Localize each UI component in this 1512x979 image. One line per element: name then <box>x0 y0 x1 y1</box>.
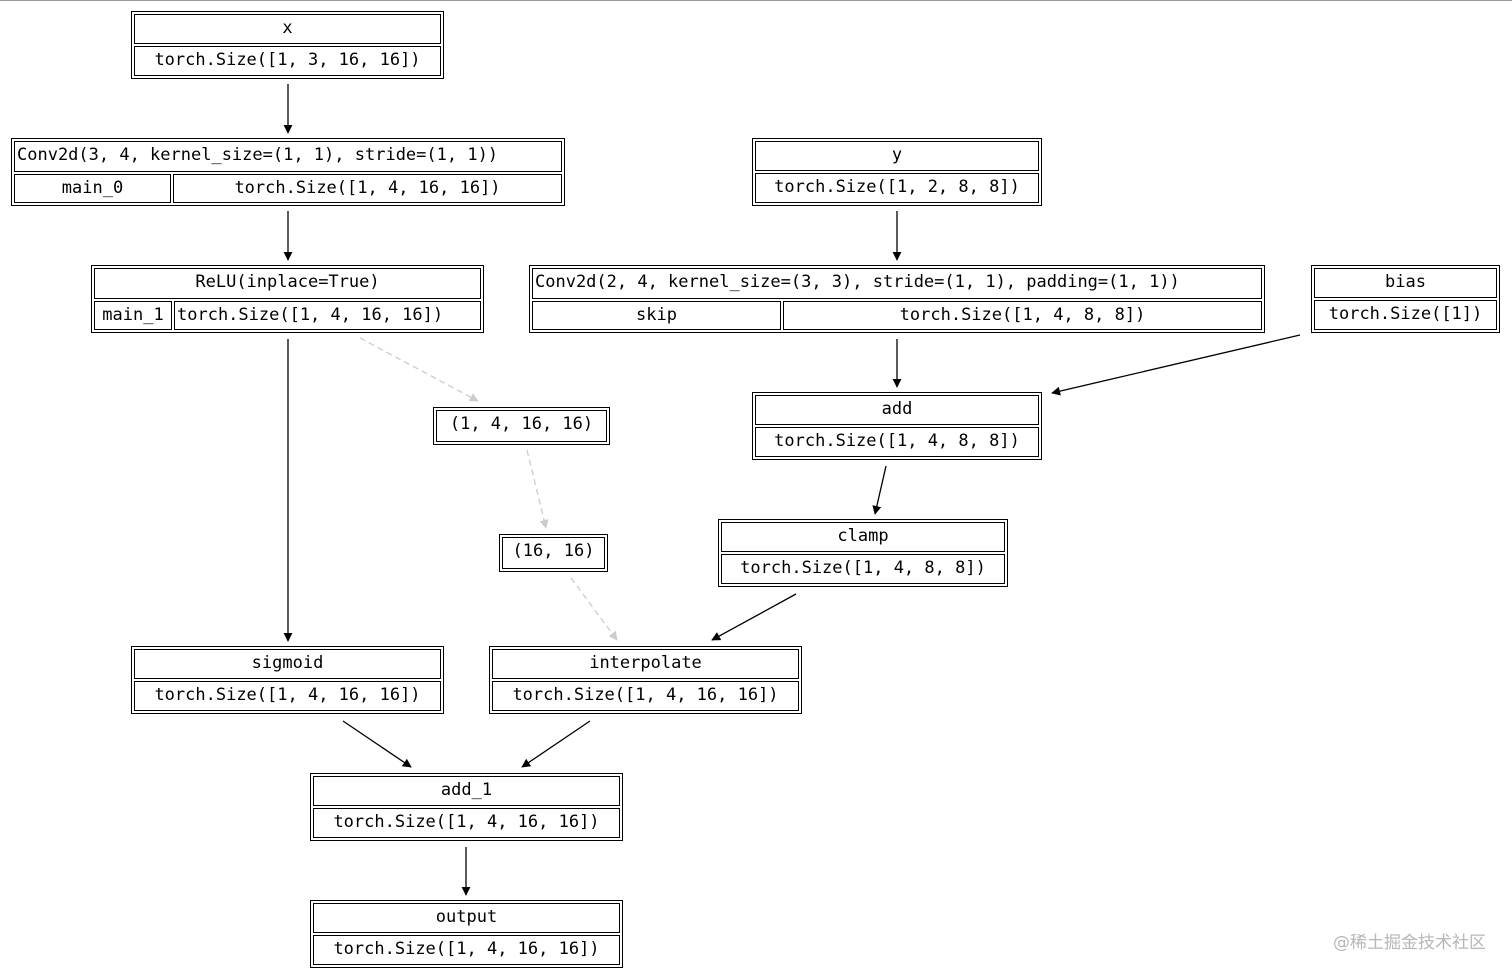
node-add[interactable]: add torch.Size([1, 4, 8, 8]) <box>752 392 1042 460</box>
node-relu[interactable]: ReLU(inplace=True) main_1 torch.Size([1,… <box>91 265 484 333</box>
node-add-1-title: add_1 <box>313 776 620 806</box>
node-conv-main-name: main_0 <box>14 174 171 203</box>
node-x-title: x <box>134 14 441 44</box>
node-bias-size: torch.Size([1]) <box>1314 300 1497 330</box>
node-output[interactable]: output torch.Size([1, 4, 16, 16]) <box>310 900 623 968</box>
node-shape-tuple-value: (1, 4, 16, 16) <box>436 410 607 442</box>
node-sigmoid-title: sigmoid <box>134 649 441 679</box>
node-y-size: torch.Size([1, 2, 8, 8]) <box>755 173 1039 203</box>
node-y-title: y <box>755 141 1039 171</box>
node-y[interactable]: y torch.Size([1, 2, 8, 8]) <box>752 138 1042 206</box>
node-clamp-title: clamp <box>721 522 1005 552</box>
edge-spatial-to-interpolate <box>570 577 618 641</box>
node-bias[interactable]: bias torch.Size([1]) <box>1311 265 1500 333</box>
edge-shape-to-spatial <box>526 449 549 529</box>
node-interpolate-title: interpolate <box>492 649 799 679</box>
node-add-size: torch.Size([1, 4, 8, 8]) <box>755 427 1039 457</box>
node-sigmoid-size: torch.Size([1, 4, 16, 16]) <box>134 681 441 711</box>
edge-relu-to-shape-tuple <box>359 337 479 402</box>
node-conv-skip-size: torch.Size([1, 4, 8, 8]) <box>783 301 1262 330</box>
node-clamp[interactable]: clamp torch.Size([1, 4, 8, 8]) <box>718 519 1008 587</box>
node-conv-skip[interactable]: Conv2d(2, 4, kernel_size=(3, 3), stride=… <box>529 265 1265 333</box>
node-relu-size: torch.Size([1, 4, 16, 16]) <box>174 301 481 330</box>
node-conv-skip-name: skip <box>532 301 781 330</box>
node-output-size: torch.Size([1, 4, 16, 16]) <box>313 935 620 965</box>
node-relu-name: main_1 <box>94 301 172 330</box>
node-output-title: output <box>313 903 620 933</box>
watermark: @稀土掘金技术社区 <box>1333 933 1486 953</box>
node-add-1[interactable]: add_1 torch.Size([1, 4, 16, 16]) <box>310 773 623 841</box>
node-conv-main[interactable]: Conv2d(3, 4, kernel_size=(1, 1), stride=… <box>11 138 565 206</box>
node-conv-main-title: Conv2d(3, 4, kernel_size=(1, 1), stride=… <box>14 141 562 172</box>
edge-sigmoid-to-add-1 <box>342 720 412 768</box>
node-conv-main-size: torch.Size([1, 4, 16, 16]) <box>173 174 562 203</box>
node-x[interactable]: x torch.Size([1, 3, 16, 16]) <box>131 11 444 79</box>
node-add-1-size: torch.Size([1, 4, 16, 16]) <box>313 808 620 838</box>
node-relu-title: ReLU(inplace=True) <box>94 268 481 299</box>
edge-bias-to-add <box>1051 334 1301 396</box>
node-spatial-tuple[interactable]: (16, 16) <box>499 534 608 572</box>
top-border <box>0 0 1512 1</box>
node-shape-tuple[interactable]: (1, 4, 16, 16) <box>433 407 610 445</box>
node-interpolate-size: torch.Size([1, 4, 16, 16]) <box>492 681 799 711</box>
node-bias-title: bias <box>1314 268 1497 298</box>
node-conv-skip-title: Conv2d(2, 4, kernel_size=(3, 3), stride=… <box>532 268 1262 299</box>
node-x-size: torch.Size([1, 3, 16, 16]) <box>134 46 441 76</box>
edge-interpolate-to-add-1 <box>521 720 591 768</box>
node-add-title: add <box>755 395 1039 425</box>
node-clamp-size: torch.Size([1, 4, 8, 8]) <box>721 554 1005 584</box>
node-interpolate[interactable]: interpolate torch.Size([1, 4, 16, 16]) <box>489 646 802 714</box>
edge-clamp-to-interpolate <box>711 593 797 641</box>
edge-add-to-clamp <box>872 465 887 515</box>
node-spatial-tuple-value: (16, 16) <box>502 537 605 569</box>
node-sigmoid[interactable]: sigmoid torch.Size([1, 4, 16, 16]) <box>131 646 444 714</box>
